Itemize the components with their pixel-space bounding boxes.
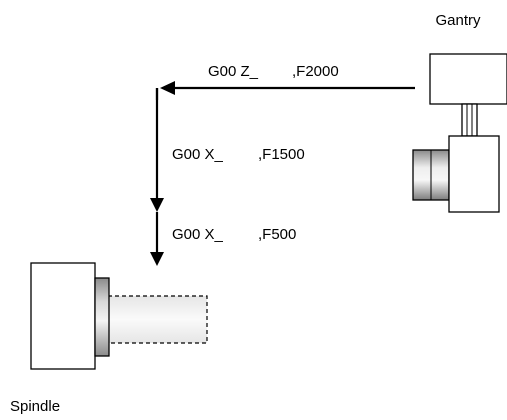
move-2-command: G00 X_	[172, 146, 224, 163]
move-2-feed: ,F1500	[258, 146, 305, 163]
gantry-carriage	[429, 53, 507, 105]
spindle: Spindle	[10, 262, 208, 415]
move-1-command: G00 Z_	[208, 63, 259, 80]
move-x-slow-arrowhead	[150, 252, 164, 266]
gantry-stem	[461, 103, 478, 137]
tool-path: G00 Z_ ,F2000 G00 X_ ,F1500 G00 X_ ,F500	[150, 63, 415, 266]
move-3-feed: ,F500	[258, 226, 296, 243]
spindle-workpiece	[107, 295, 208, 344]
move-x-rapid-arrowhead	[150, 198, 164, 212]
spindle-face	[94, 277, 110, 357]
move-1-feed: ,F2000	[292, 63, 339, 80]
gantry: Gantry	[412, 12, 507, 213]
move-z-arrowhead	[160, 81, 175, 95]
gantry-label: Gantry	[435, 12, 481, 29]
move-3-command: G00 X_	[172, 226, 224, 243]
gantry-tool-holder	[448, 135, 500, 213]
spindle-body	[30, 262, 96, 370]
spindle-label: Spindle	[10, 398, 60, 415]
